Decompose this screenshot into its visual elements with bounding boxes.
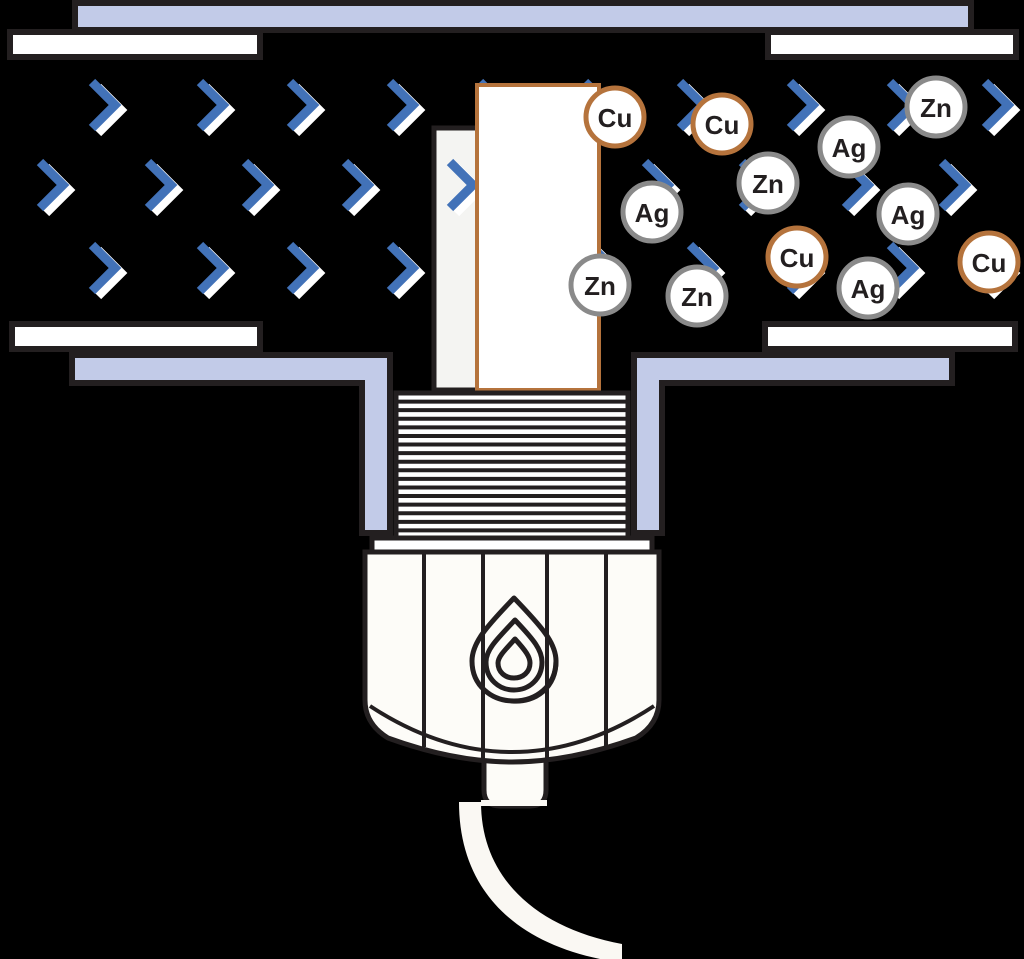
flow-arrow-chevron	[241, 158, 281, 217]
chevron-stroke	[196, 241, 230, 295]
flow-arrow-chevron	[786, 78, 826, 137]
ion-symbol: Zn	[681, 282, 713, 312]
metal-ion-zn: Zn	[736, 151, 800, 215]
chevron-stroke	[386, 241, 420, 295]
ion-symbol: Zn	[920, 93, 952, 123]
sensor-housing-group	[362, 535, 662, 809]
probe-electrode	[475, 83, 601, 392]
chevron-stroke	[446, 158, 480, 212]
pipe-assembly	[7, 0, 1019, 352]
chevron-stroke	[386, 78, 420, 132]
cable-outlet	[481, 800, 547, 806]
flow-arrow-chevron	[196, 241, 236, 300]
metal-ion-zn: Zn	[665, 264, 729, 328]
ion-bubble	[583, 85, 647, 149]
ion-symbol: Ag	[891, 200, 926, 230]
probe-electrode-group	[475, 83, 601, 392]
chevron-stroke	[144, 158, 178, 212]
metal-ion-cu: Cu	[765, 225, 829, 289]
chevron-stroke	[88, 78, 122, 132]
flow-arrow-chevron	[36, 158, 76, 217]
flow-arrow-chevron	[341, 158, 381, 217]
sensor-cable	[459, 800, 622, 959]
flow-arrow-chevron	[386, 78, 426, 137]
ion-bubble	[765, 225, 829, 289]
metal-ion-cu: Cu	[957, 230, 1021, 294]
pipe-wall-bottom-left	[69, 352, 393, 536]
metal-ion-ag: Ag	[836, 256, 900, 320]
metal-ion-cu: Cu	[690, 92, 754, 156]
pipe-wall-top	[72, 0, 974, 33]
droplet-tail	[509, 658, 559, 704]
ion-symbol: Zn	[752, 169, 784, 199]
sensor-housing	[362, 549, 662, 765]
flow-arrow-chevron	[88, 241, 128, 300]
metal-ion-ag: Ag	[876, 182, 940, 246]
flow-arrow-chevron	[286, 241, 326, 300]
chevron-stroke	[938, 158, 972, 212]
chevron-stroke	[786, 78, 820, 132]
metal-ion-ag: Ag	[817, 115, 881, 179]
ion-bubble	[876, 182, 940, 246]
pipe-bore-bottom-right	[762, 321, 1018, 352]
ion-bubble	[904, 75, 968, 139]
chevron-stroke	[241, 158, 275, 212]
housing-facet-lines	[422, 552, 608, 760]
droplet-inner-spiral	[495, 636, 533, 681]
flow-arrow-chevron	[88, 78, 128, 137]
chevron-stroke	[286, 78, 320, 132]
pipe-bore-bottom-left	[9, 321, 263, 352]
thread-block	[393, 390, 631, 542]
water-droplet-logo	[469, 595, 559, 704]
chevron-stroke	[88, 241, 122, 295]
pipe-bore-top-left	[7, 29, 263, 60]
metal-ion-zn: Zn	[904, 75, 968, 139]
chevron-stroke	[341, 158, 375, 212]
housing-bottom-rim	[368, 704, 656, 755]
ion-symbol: Cu	[598, 103, 633, 133]
flow-arrow-chevron	[981, 78, 1021, 137]
flow-arrow-chevron	[938, 158, 978, 217]
ion-symbol: Cu	[972, 248, 1007, 278]
pipe-wall-bottom-right	[631, 352, 955, 536]
threaded-fitting	[393, 390, 631, 542]
pipe-wall-bottom-group	[69, 352, 955, 536]
ion-bubble	[817, 115, 881, 179]
ion-symbol: Ag	[832, 133, 867, 163]
ion-symbol: Ag	[635, 198, 670, 228]
metal-ion-zn: Zn	[568, 253, 632, 317]
flow-arrow-field	[36, 78, 1021, 300]
ion-symbol: Zn	[584, 271, 616, 301]
chevron-stroke	[981, 78, 1015, 132]
chevron-stroke	[196, 78, 230, 132]
ion-bubble	[568, 253, 632, 317]
ion-symbol: Ag	[851, 274, 886, 304]
flow-arrow-chevron	[196, 78, 236, 137]
flow-arrow-chevron	[386, 241, 426, 300]
chevron-stroke	[286, 241, 320, 295]
pipe-bore-top-right	[765, 29, 1019, 60]
droplet-mid-spiral	[483, 617, 545, 693]
chevron-stroke	[36, 158, 70, 212]
ion-bubble	[957, 230, 1021, 294]
ion-bubble	[665, 264, 729, 328]
cable-curve	[459, 802, 622, 959]
ion-bubble	[690, 92, 754, 156]
flow-arrow-chevron	[144, 158, 184, 217]
ion-bubble	[836, 256, 900, 320]
metal-ion-ag: Ag	[620, 180, 684, 244]
thread-stripes	[396, 399, 628, 533]
ion-symbol: Cu	[705, 110, 740, 140]
metal-ion-cu: Cu	[583, 85, 647, 149]
ion-symbol: Cu	[780, 243, 815, 273]
ion-bubble	[736, 151, 800, 215]
ion-bubble	[620, 180, 684, 244]
flow-arrow-chevron	[286, 78, 326, 137]
